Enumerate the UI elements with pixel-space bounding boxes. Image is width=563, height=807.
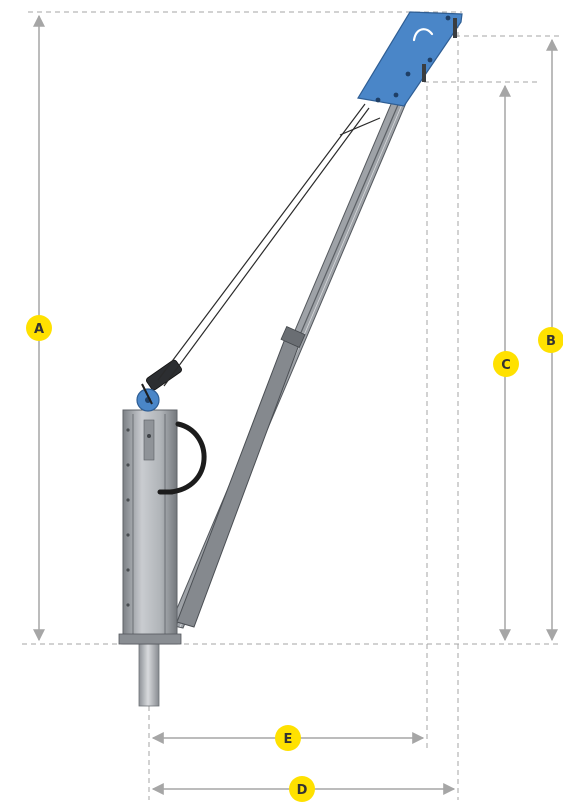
boom-head-plate <box>357 11 463 107</box>
dimension-badge-b: B <box>538 327 563 353</box>
mounting-post <box>138 641 160 707</box>
dimension-label-e: E <box>284 732 293 747</box>
dashed-guides <box>22 11 562 800</box>
winch-pulley <box>136 359 182 412</box>
dimension-label-c: C <box>501 358 511 373</box>
dimension-label-d: D <box>297 783 308 798</box>
dimension-badge-e: E <box>275 725 301 751</box>
hand-crank-handle <box>167 421 207 495</box>
boom <box>169 89 410 629</box>
davit-crane <box>118 11 463 707</box>
dimension-label-a: A <box>34 322 44 337</box>
dimension-badge-d: D <box>289 776 315 802</box>
dimension-badge-c: C <box>493 351 519 377</box>
dimension-badge-a: A <box>26 315 52 341</box>
dimension-label-b: B <box>546 334 556 349</box>
dimension-arrows <box>33 14 558 795</box>
mast <box>118 409 182 645</box>
lifting-cable <box>157 103 381 387</box>
